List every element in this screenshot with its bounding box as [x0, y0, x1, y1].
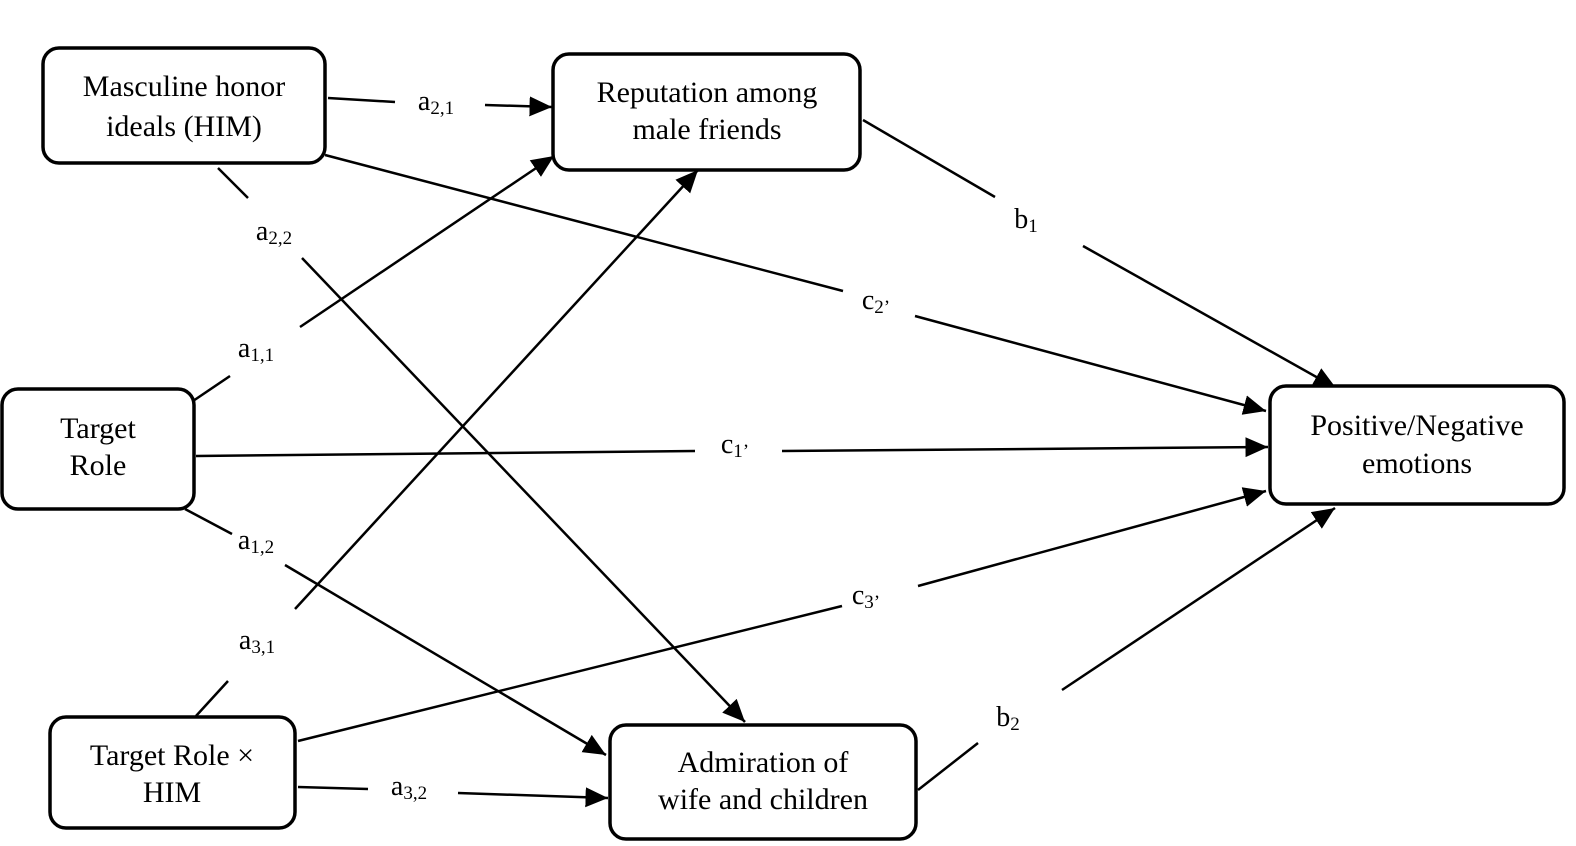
path-c2-arrow	[324, 153, 1267, 415]
path-a12-arrow	[184, 507, 607, 757]
path-label-c2: c2’	[862, 285, 890, 318]
path-label-a21: a2,1	[418, 86, 454, 119]
path-a21-arrow	[327, 96, 553, 117]
path-label-c1: c1’	[721, 429, 749, 462]
node-him-line-2: ideals (HIM)	[106, 110, 262, 143]
node-emotions-line-1: Positive/Negative	[1310, 409, 1523, 442]
path-a11-arrow	[192, 154, 555, 403]
path-a32-arrow	[297, 785, 609, 808]
node-reputation-among-male-friends: Reputation among male friends	[551, 52, 862, 172]
path-label-a31: a3,1	[239, 625, 275, 658]
path-c1-arrow	[195, 437, 1269, 458]
node-positive-negative-emotions: Positive/Negative emotions	[1268, 384, 1566, 506]
node-admiration-line-1: Admiration of	[678, 746, 849, 779]
path-label-b2: b2	[996, 702, 1020, 735]
path-label-a32: a3,2	[391, 771, 427, 804]
node-target-role: Target Role	[0, 387, 196, 511]
path-label-c3: c3’	[852, 580, 880, 613]
path-c3-arrow	[297, 487, 1267, 743]
node-target-role-line-2: Role	[70, 449, 127, 482]
node-reputation-line-1: Reputation among	[597, 76, 818, 109]
node-admiration-line-2: wife and children	[658, 783, 868, 816]
path-label-a11: a1,1	[238, 333, 274, 366]
node-interaction-line-1: Target Role ×	[90, 739, 254, 772]
path-label-a12: a1,2	[238, 525, 274, 558]
node-masculine-honor-ideals: Masculine honor ideals (HIM)	[41, 46, 327, 165]
node-him-line-1: Masculine honor	[83, 70, 285, 103]
path-b1-arrow	[862, 118, 1337, 390]
path-label-b1: b1	[1014, 204, 1038, 237]
node-interaction-line-2: HIM	[143, 776, 201, 809]
path-b2-arrow	[917, 506, 1336, 791]
node-target-role-line-1: Target	[60, 412, 136, 445]
node-target-role-x-him: Target Role × HIM	[48, 715, 297, 830]
path-a31-arrow	[195, 169, 699, 717]
node-reputation-line-2: male friends	[632, 113, 781, 146]
path-a22-arrow	[217, 167, 746, 723]
node-emotions-line-2: emotions	[1362, 447, 1472, 480]
node-admiration-of-wife-and-children: Admiration of wife and children	[608, 723, 918, 841]
path-label-a22: a2,2	[256, 216, 292, 249]
